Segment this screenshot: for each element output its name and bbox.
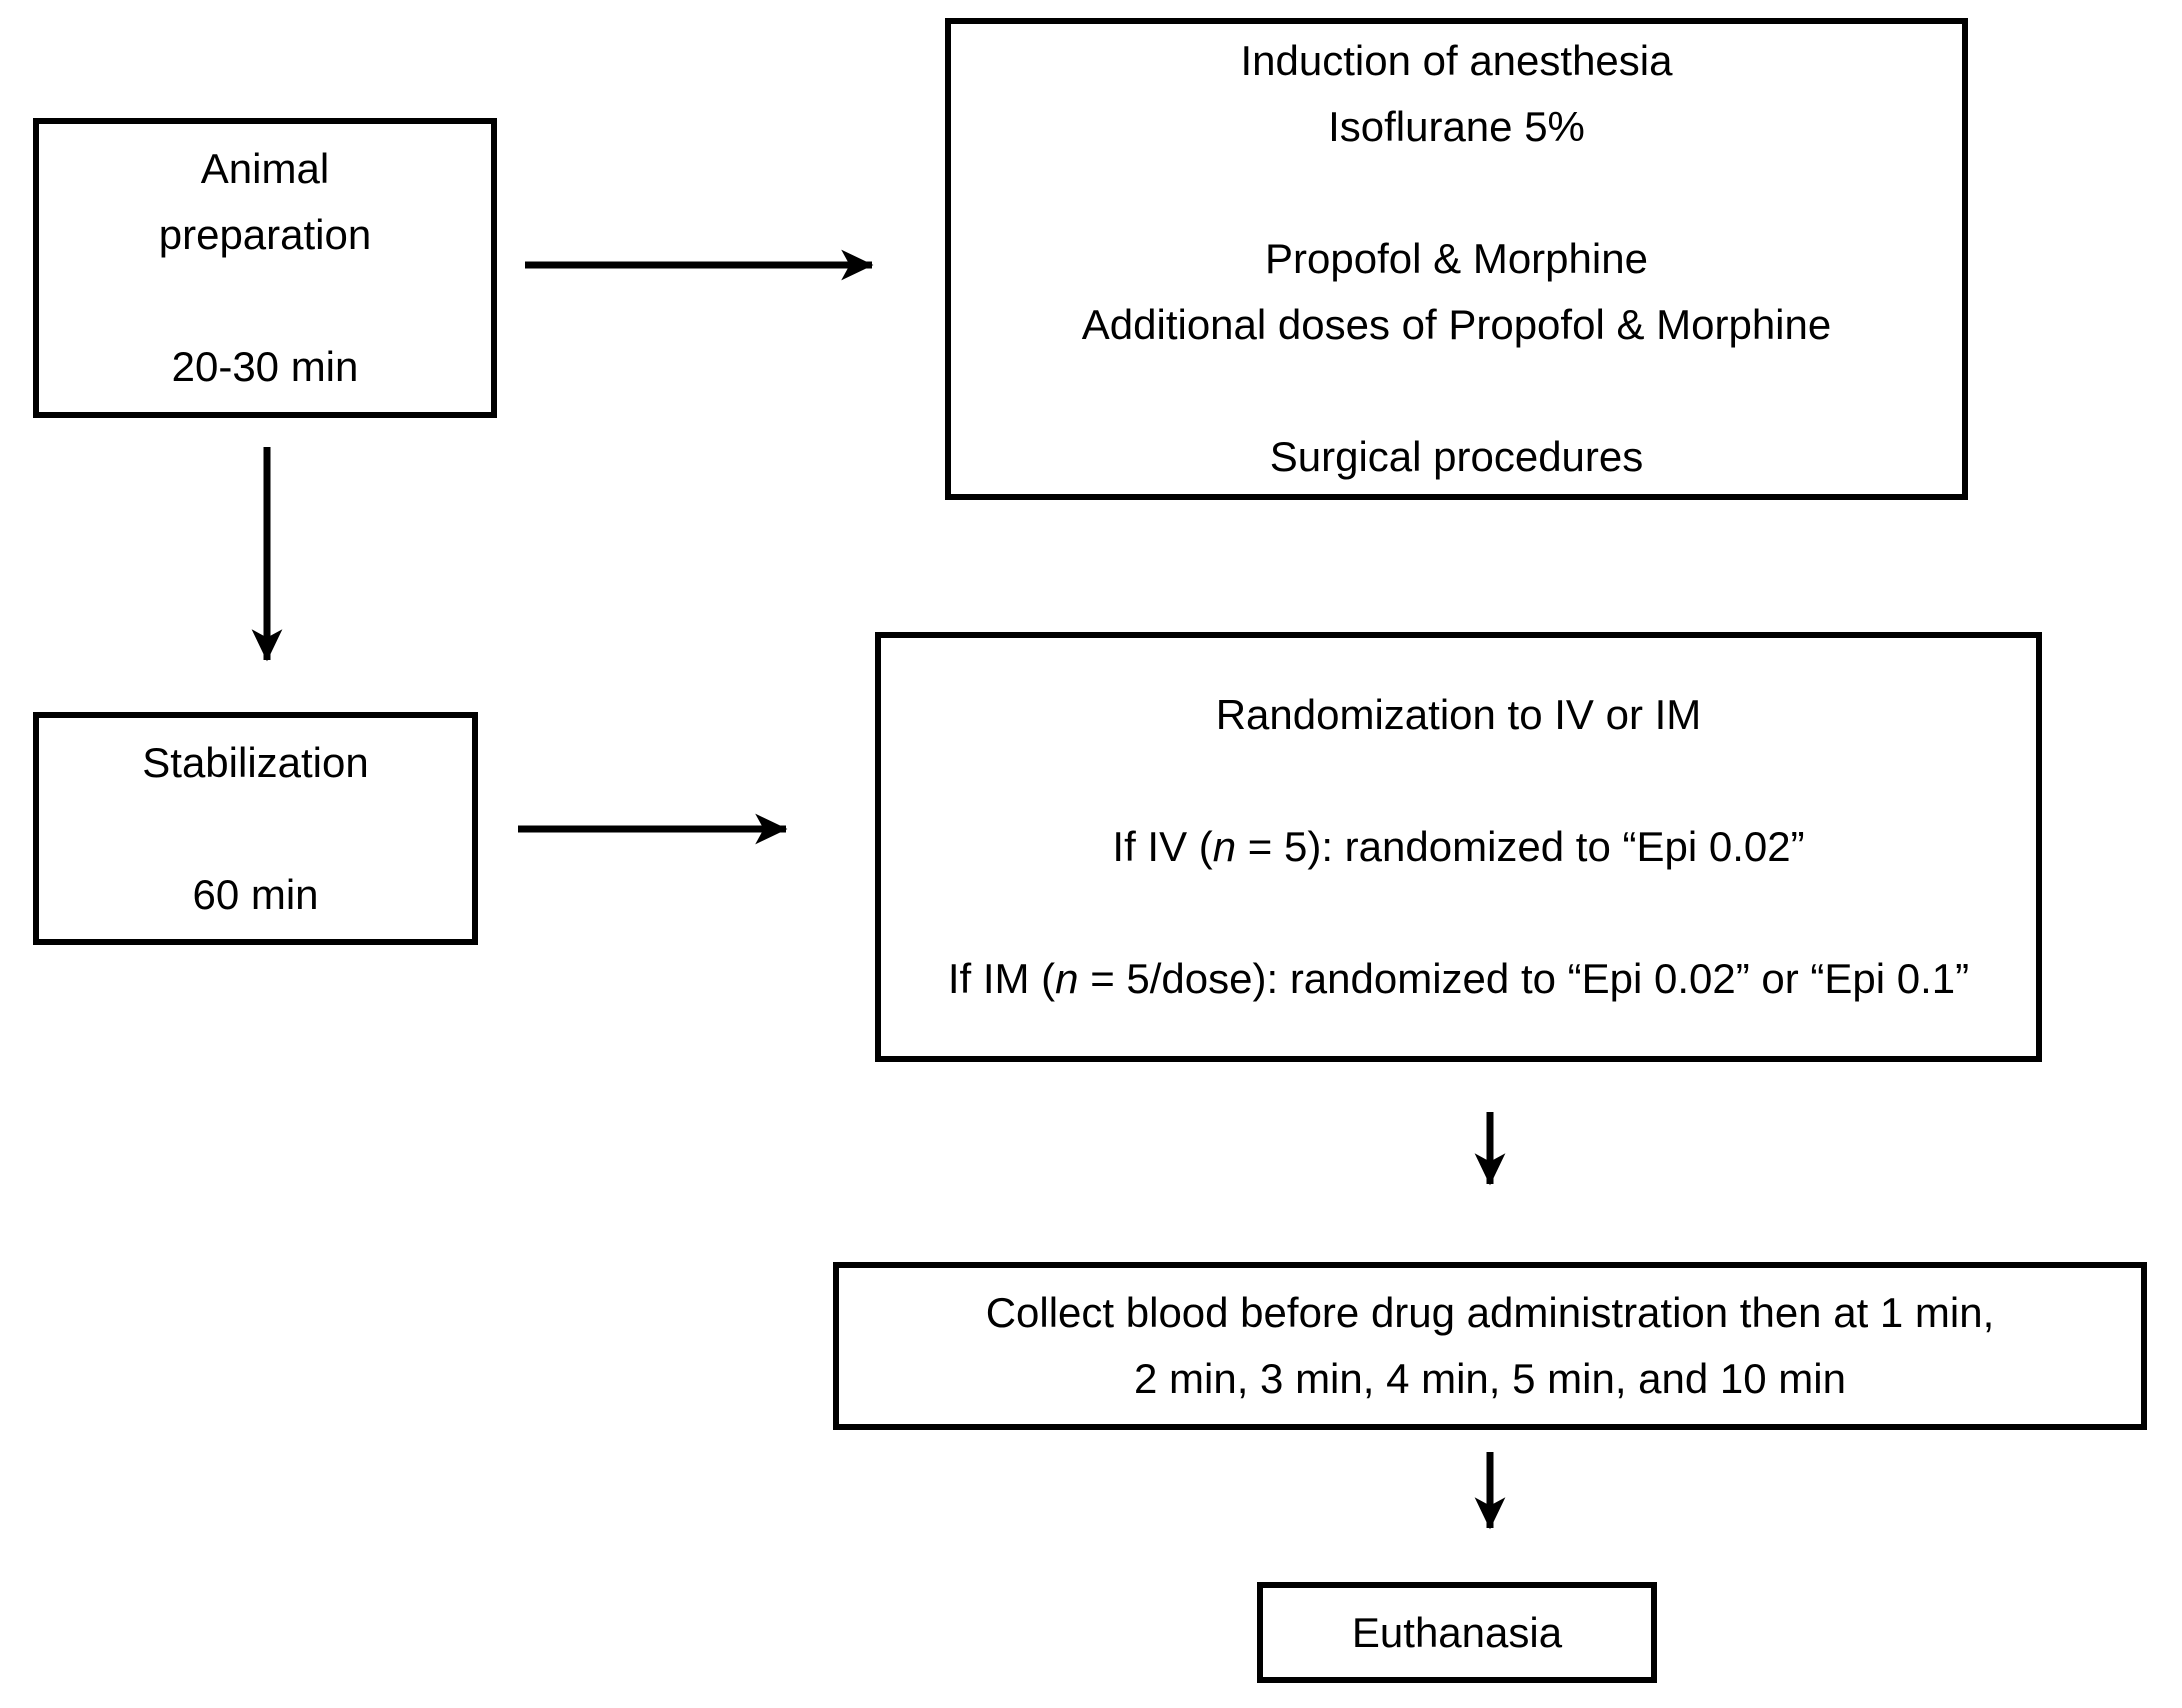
node-text-line bbox=[971, 358, 1942, 424]
node-induction-of-anesthesia: Induction of anesthesia Isoflurane 5% Pr… bbox=[945, 18, 1968, 500]
node-text-line: Euthanasia bbox=[1351, 1608, 1563, 1656]
node-text-line: 60 min bbox=[192, 870, 319, 918]
node-text-line bbox=[971, 160, 1942, 226]
node-randomization: Randomization to IV or IM If IV (n = 5):… bbox=[875, 632, 2042, 1062]
node-text-line bbox=[59, 796, 452, 862]
node-text-line-iv: If IV (n = 5): randomized to “Epi 0.02” bbox=[1112, 823, 1805, 870]
node-text-line-im: If IM (n = 5/dose): randomized to “Epi 0… bbox=[947, 955, 1970, 1002]
node-text-line: Stabilization bbox=[142, 738, 369, 786]
node-animal-preparation: Animal preparation 20-30 min bbox=[33, 118, 497, 418]
node-stabilization: Stabilization 60 min bbox=[33, 712, 478, 945]
node-text-line: 20-30 min bbox=[171, 343, 359, 390]
node-text-line: preparation bbox=[158, 211, 372, 258]
node-text-line: Surgical procedures bbox=[1269, 433, 1644, 480]
node-text-line: Induction of anesthesia bbox=[1240, 37, 1673, 84]
node-text-line: Collect blood before drug administration… bbox=[985, 1289, 1995, 1336]
node-text-line: Propofol & Morphine bbox=[1265, 235, 1648, 282]
node-euthanasia: Euthanasia bbox=[1257, 1582, 1657, 1683]
node-text-line bbox=[59, 268, 471, 334]
node-text-line: Additional doses of Propofol & Morphine bbox=[1081, 301, 1832, 348]
node-text-line bbox=[901, 748, 2016, 814]
node-text-line: Isoflurane 5% bbox=[1328, 103, 1585, 150]
node-collect-blood: Collect blood before drug administration… bbox=[833, 1262, 2147, 1430]
node-text-line bbox=[901, 880, 2016, 946]
node-text-line: Randomization to IV or IM bbox=[1215, 691, 1702, 738]
node-text-line: 2 min, 3 min, 4 min, 5 min, and 10 min bbox=[1134, 1355, 1846, 1402]
node-text-line: Animal bbox=[200, 145, 330, 192]
